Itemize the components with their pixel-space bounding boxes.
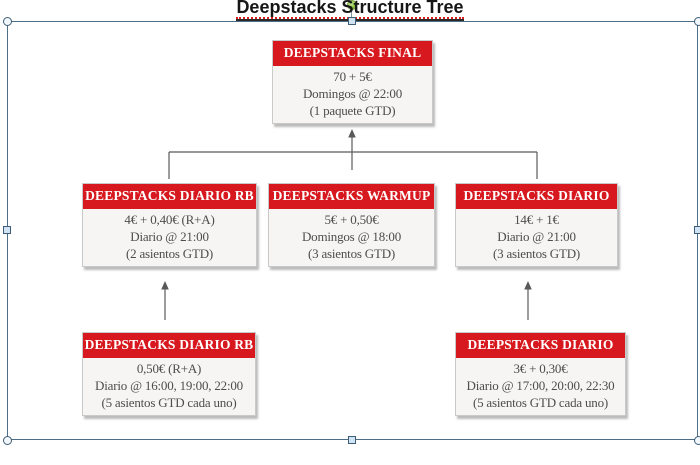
node-deepstacks-warmup: DEEPSTACKS WARMUP 5€ + 0,50€ Domingos @ … bbox=[268, 183, 435, 267]
node-header: DEEPSTACKS DIARIO RB bbox=[83, 333, 255, 358]
node-deepstacks-diario-satellite: DEEPSTACKS DIARIO 3€ + 0,30€ Diario @ 17… bbox=[455, 332, 626, 416]
arrow-up-icon bbox=[524, 281, 532, 290]
selection-handle-top-left[interactable] bbox=[2, 16, 12, 26]
node-buyin: 4€ + 0,40€ (R+A) bbox=[124, 212, 215, 227]
node-body: 5€ + 0,50€ Domingos @ 18:00 (3 asientos … bbox=[269, 209, 434, 266]
node-guarantee: (5 asientos GTD cada uno) bbox=[472, 395, 609, 410]
node-guarantee: (2 asientos GTD) bbox=[125, 246, 214, 261]
node-schedule: Diario @ 16:00, 19:00, 22:00 bbox=[95, 378, 243, 393]
node-schedule: Domingos @ 22:00 bbox=[302, 86, 403, 101]
node-header: DEEPSTACKS FINAL bbox=[273, 41, 432, 66]
arrow-up-icon bbox=[161, 281, 169, 290]
node-body: 0,50€ (R+A) Diario @ 16:00, 19:00, 22:00… bbox=[83, 358, 255, 415]
selected-image-frame[interactable] bbox=[7, 21, 698, 440]
node-guarantee: (5 asientos GTD cada uno) bbox=[101, 395, 237, 410]
node-header: DEEPSTACKS DIARIO bbox=[456, 184, 617, 209]
node-schedule: Diario @ 21:00 bbox=[497, 229, 576, 244]
node-body: 4€ + 0,40€ (R+A) Diario @ 21:00 (2 asien… bbox=[83, 209, 256, 266]
node-buyin: 3€ + 0,30€ bbox=[513, 361, 568, 376]
node-body: 70 + 5€ Domingos @ 22:00 (1 paquete GTD) bbox=[273, 66, 432, 123]
node-schedule: Domingos @ 18:00 bbox=[301, 229, 402, 244]
selection-handle-bottom-right[interactable] bbox=[693, 435, 700, 445]
arrow-up-icon bbox=[348, 129, 356, 138]
node-deepstacks-diario-rb-satellite: DEEPSTACKS DIARIO RB 0,50€ (R+A) Diario … bbox=[82, 332, 256, 416]
selection-handle-top-center[interactable] bbox=[348, 17, 356, 25]
node-guarantee: (3 asientos GTD) bbox=[307, 246, 396, 261]
rotate-handle-stem bbox=[351, 9, 352, 21]
node-guarantee: (1 paquete GTD) bbox=[309, 103, 396, 118]
node-header: DEEPSTACKS DIARIO RB bbox=[83, 184, 256, 209]
node-body: 14€ + 1€ Diario @ 21:00 (3 asientos GTD) bbox=[456, 209, 617, 266]
node-body: 3€ + 0,30€ Diario @ 17:00, 20:00, 22:30 … bbox=[456, 358, 625, 415]
node-schedule: Diario @ 21:00 bbox=[130, 229, 209, 244]
node-deepstacks-diario: DEEPSTACKS DIARIO 14€ + 1€ Diario @ 21:0… bbox=[455, 183, 618, 267]
selection-handle-bottom-center[interactable] bbox=[348, 436, 356, 444]
selection-handle-middle-right[interactable] bbox=[694, 226, 700, 234]
rotate-handle-icon[interactable] bbox=[347, 0, 357, 10]
node-header: DEEPSTACKS WARMUP bbox=[269, 184, 434, 209]
node-guarantee: (3 asientos GTD) bbox=[492, 246, 581, 261]
selection-handle-middle-left[interactable] bbox=[3, 226, 11, 234]
selection-handle-top-right[interactable] bbox=[693, 16, 700, 26]
node-buyin: 70 + 5€ bbox=[333, 69, 372, 84]
node-schedule: Diario @ 17:00, 20:00, 22:30 bbox=[466, 378, 615, 393]
node-buyin: 14€ + 1€ bbox=[514, 212, 559, 227]
node-deepstacks-diario-rb: DEEPSTACKS DIARIO RB 4€ + 0,40€ (R+A) Di… bbox=[82, 183, 257, 267]
node-buyin: 0,50€ (R+A) bbox=[136, 361, 202, 376]
node-header: DEEPSTACKS DIARIO bbox=[456, 333, 625, 358]
selection-handle-bottom-left[interactable] bbox=[2, 435, 12, 445]
node-deepstacks-final: DEEPSTACKS FINAL 70 + 5€ Domingos @ 22:0… bbox=[272, 40, 433, 124]
node-buyin: 5€ + 0,50€ bbox=[324, 212, 379, 227]
